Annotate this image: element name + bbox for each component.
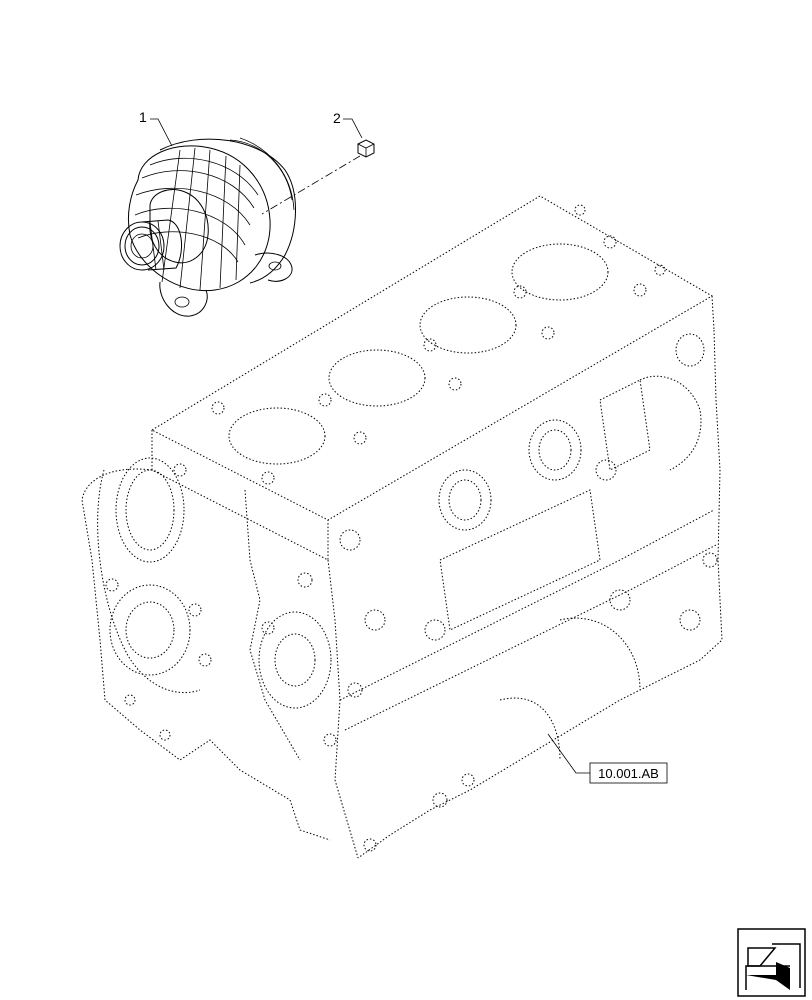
engine-block [81,195,723,859]
reference-label-box [589,762,668,784]
previous-page-arrow-icon[interactable] [737,928,806,997]
callout-1[interactable]: 1 [139,109,173,147]
reference-callout[interactable]: 10.001.AB [547,733,668,784]
alternator-part[interactable] [119,137,296,317]
nut-part[interactable] [357,139,375,158]
reference-label: 10.001.AB [598,766,659,781]
assembly-axis-line [261,155,361,215]
callout-2[interactable]: 2 [333,110,363,139]
callout-1-label: 1 [139,109,147,125]
callout-2-label: 2 [333,110,341,126]
